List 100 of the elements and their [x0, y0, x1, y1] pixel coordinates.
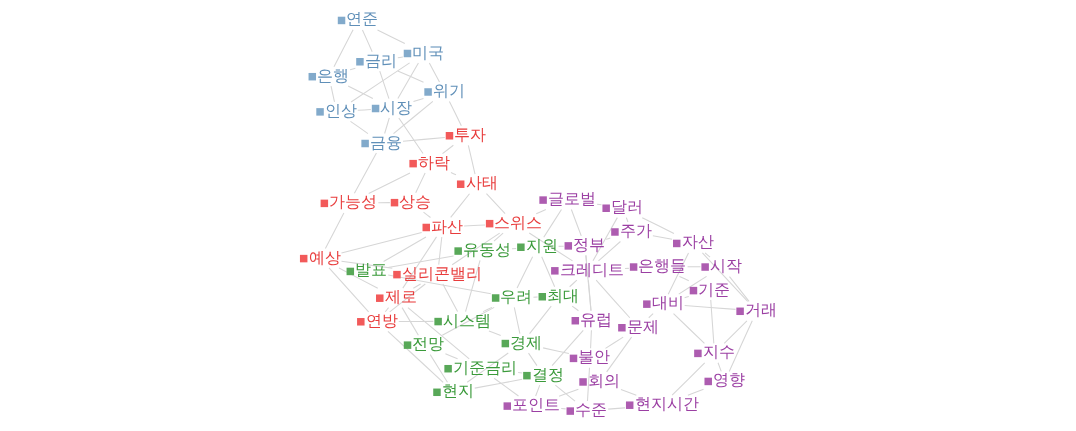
connector: [513, 306, 520, 335]
node-box: [443, 364, 452, 373]
node-box: [566, 407, 574, 415]
node-box: [423, 88, 432, 96]
connector: [542, 347, 569, 355]
node-box: [371, 104, 379, 113]
node-box: [491, 294, 499, 302]
node-box: [356, 318, 365, 326]
connector: [441, 283, 458, 313]
node-label: 발표: [354, 260, 387, 280]
node-box: [403, 341, 411, 349]
node-label: 정부: [572, 234, 605, 254]
connector: [560, 407, 566, 410]
node-box: [564, 242, 572, 250]
node-label: 불안: [577, 347, 610, 367]
node-box: [299, 254, 307, 263]
connector: [487, 330, 501, 336]
node-label: 투자: [453, 124, 486, 144]
node-label: 사태: [465, 173, 498, 193]
node-box: [571, 316, 579, 325]
connector: [535, 208, 546, 215]
connector: [482, 306, 492, 313]
node-label: 경제: [509, 332, 542, 352]
connector: [587, 279, 592, 312]
connector: [396, 62, 419, 99]
connector: [540, 256, 555, 288]
node-box: [516, 243, 525, 251]
node-box: [522, 371, 531, 380]
node-box: [390, 198, 398, 207]
connector: [429, 354, 448, 383]
node-label: 유럽: [579, 309, 612, 329]
connector: [353, 152, 377, 194]
node-box: [735, 307, 744, 316]
node-label: 달러: [610, 197, 643, 217]
connector: [388, 283, 426, 313]
node-label: 상승: [398, 191, 431, 211]
node-box: [315, 108, 324, 116]
connector: [723, 320, 747, 344]
connector: [570, 209, 582, 237]
node-label: 연방: [365, 310, 398, 330]
connector: [386, 330, 444, 383]
node-box: [503, 402, 511, 410]
connector: [671, 362, 705, 396]
node-label: 연준: [345, 9, 378, 29]
connector: [619, 389, 637, 396]
node-box: [433, 317, 442, 326]
node-box: [403, 49, 411, 58]
connector: [467, 144, 476, 175]
node-label: 하락: [417, 152, 450, 172]
node-label: 스위스: [493, 212, 542, 232]
connector: [686, 388, 704, 396]
connector: [396, 70, 424, 83]
connector: [401, 307, 419, 336]
node-label: 기준금리: [452, 357, 517, 377]
node-box: [453, 247, 462, 255]
connector: [464, 259, 481, 313]
node-box: [360, 139, 369, 148]
connector: [396, 56, 403, 59]
node-label: 크레디트: [559, 259, 624, 279]
connector: [607, 407, 626, 410]
node-label: 파산: [430, 216, 463, 236]
connector: [554, 384, 576, 402]
node-label: 예상: [308, 247, 341, 267]
connector: [387, 255, 454, 268]
connector: [527, 352, 537, 367]
node-label: 문제: [626, 316, 659, 336]
connector: [414, 172, 426, 194]
connector: [387, 274, 491, 295]
node-label: 결정: [531, 364, 564, 384]
node-label: 우려: [499, 287, 532, 307]
connector: [605, 336, 632, 373]
connector: [367, 172, 411, 194]
connector: [350, 62, 410, 103]
connector: [717, 362, 722, 372]
node-label: 기준: [697, 279, 730, 299]
connector: [623, 267, 629, 270]
node-box: [432, 388, 441, 397]
connector: [528, 232, 573, 262]
connector: [330, 85, 335, 103]
node-box: [538, 293, 546, 301]
node-label: 유동성: [462, 240, 511, 260]
node-box: [578, 378, 587, 386]
connector: [324, 212, 344, 250]
connector: [383, 117, 390, 135]
connector: [591, 217, 618, 262]
connector: [647, 313, 654, 319]
node-label: 미국: [411, 42, 444, 62]
connector: [384, 307, 389, 313]
connector: [361, 29, 373, 53]
node-label: 현지시간: [634, 394, 699, 414]
node-label: 금리: [364, 50, 397, 70]
node-label: 자산: [681, 232, 714, 252]
connector: [451, 232, 500, 266]
node-label: 가능성: [328, 192, 377, 212]
connector: [534, 384, 540, 397]
node-box: [355, 58, 364, 66]
connector: [672, 313, 705, 344]
node-box: [501, 339, 509, 348]
connector: [377, 202, 390, 204]
connector: [667, 252, 689, 295]
